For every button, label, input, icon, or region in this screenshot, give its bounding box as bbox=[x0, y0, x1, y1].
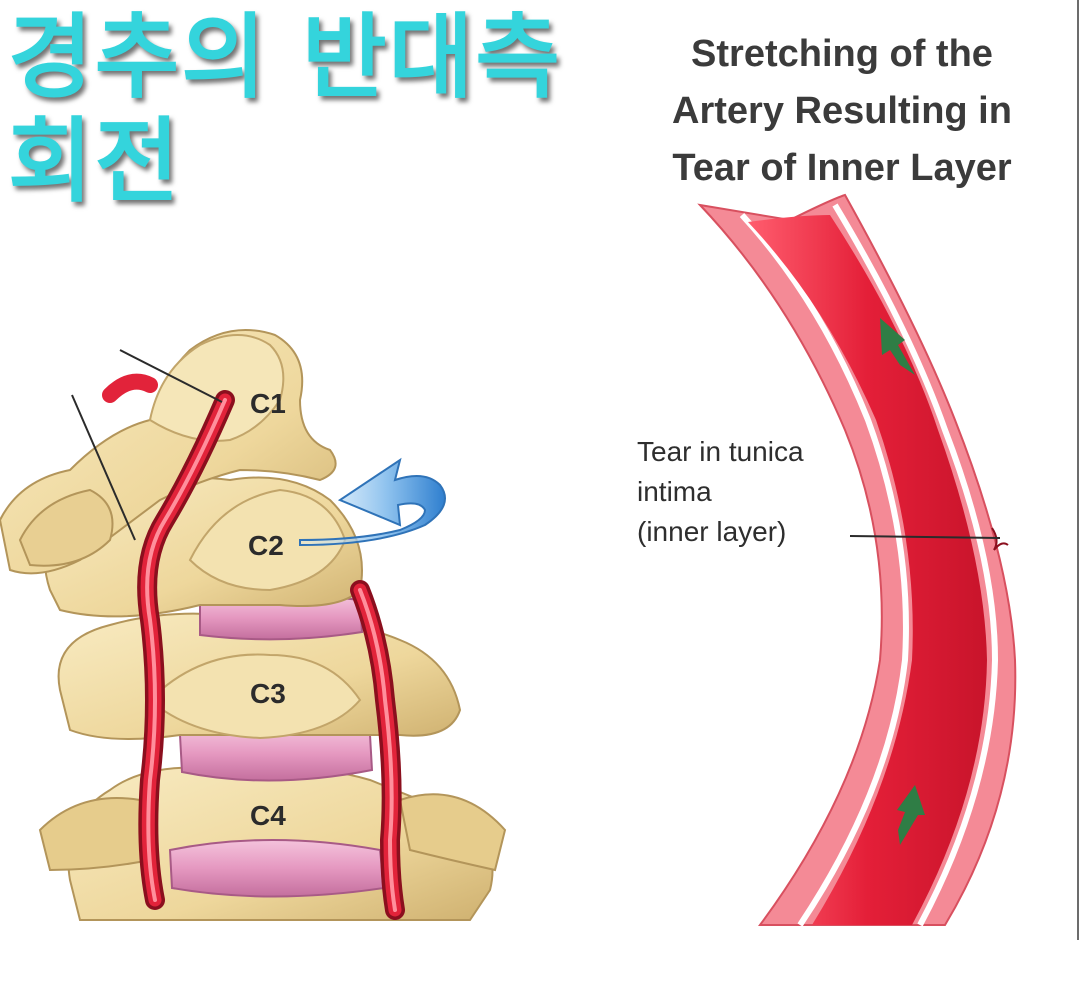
tear-leader-line bbox=[849, 535, 1001, 539]
artery-inner-membrane bbox=[739, 212, 909, 927]
right-border bbox=[1077, 0, 1079, 940]
cervical-spine-illustration: C1 C2 C3 C4 bbox=[0, 329, 507, 921]
artery-title: Stretching of the Artery Resulting in Te… bbox=[612, 26, 1072, 197]
vertebral-artery-left bbox=[137, 390, 235, 910]
artery-title-line-3: Tear of Inner Layer bbox=[672, 147, 1012, 189]
intima-tear-mark bbox=[991, 527, 1009, 551]
flow-arrow-upper-icon bbox=[880, 318, 915, 375]
vertebra-c1 bbox=[0, 329, 337, 575]
flow-arrow-lower-icon bbox=[897, 785, 925, 845]
label-c2: C2 bbox=[248, 530, 284, 561]
tear-label-line-1: Tear in tunica bbox=[637, 436, 804, 467]
artery-title-line-1: Stretching of the bbox=[691, 33, 993, 75]
korean-title-line-1: 경추의 반대측 bbox=[8, 4, 562, 111]
label-c1: C1 bbox=[250, 388, 286, 419]
artery-top-segment bbox=[102, 373, 158, 403]
pointer-line-lower bbox=[71, 394, 136, 541]
artery-tear-illustration bbox=[697, 193, 1017, 927]
vertebral-artery-right bbox=[350, 580, 405, 920]
pointer-line-upper bbox=[119, 349, 223, 403]
rotation-arrow-icon bbox=[299, 457, 446, 547]
artery-title-line-2: Artery Resulting in bbox=[672, 90, 1012, 132]
label-c3: C3 bbox=[250, 678, 286, 709]
disc-c4-c5 bbox=[168, 839, 386, 898]
artery-lumen bbox=[748, 215, 987, 925]
label-c4: C4 bbox=[250, 800, 286, 831]
tear-label-line-3: (inner layer) bbox=[637, 516, 787, 547]
tear-label: Tear in tunica intima (inner layer) bbox=[637, 432, 877, 552]
tear-label-line-2: intima bbox=[637, 476, 712, 507]
korean-title-line-2: 회전 bbox=[8, 108, 182, 215]
korean-title: 경추의 반대측 회전 bbox=[8, 6, 568, 214]
